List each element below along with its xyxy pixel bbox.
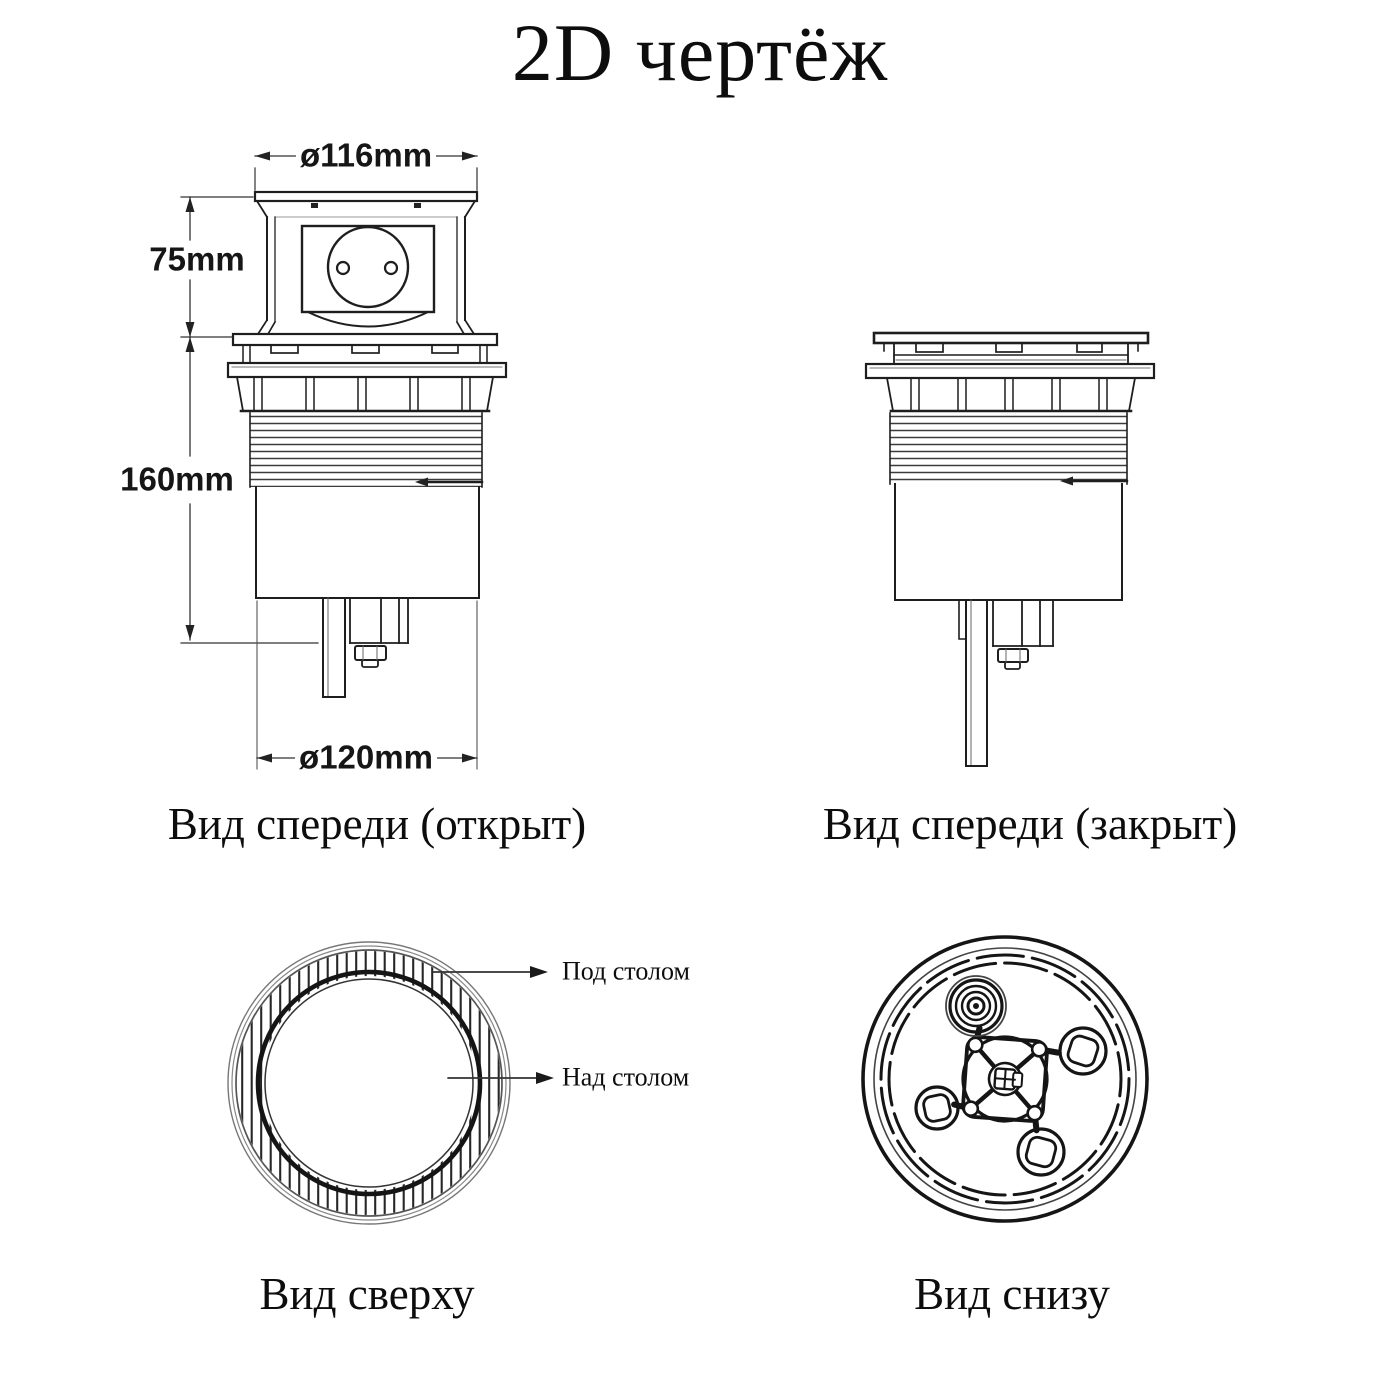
- leader-under-table: [432, 966, 548, 978]
- top-view-drawing: [227, 941, 554, 1225]
- closed-lid: [872, 331, 1150, 365]
- power-cable: [322, 597, 346, 698]
- caption-front-open: Вид спереди (открыт): [167, 799, 587, 849]
- nut-lug-bottom: [1016, 1127, 1066, 1177]
- front-closed-drawing: [864, 331, 1156, 767]
- mounting-plate: [231, 332, 499, 364]
- front-open-drawing: [180, 151, 508, 770]
- body-cylinder-closed: [894, 483, 1123, 601]
- popup-head: [253, 190, 479, 336]
- dim-body-depth: 160mm: [116, 462, 238, 498]
- page-title: 2D чертёж: [511, 7, 889, 98]
- dim-top-diameter: ø116mm: [295, 138, 437, 174]
- knurled-collar: [232, 375, 498, 413]
- power-cable-closed: [958, 599, 988, 767]
- body-cylinder: [255, 486, 480, 599]
- center-mechanism: [951, 1025, 1061, 1134]
- bottom-connector-closed: [992, 599, 1054, 670]
- label-above-table: Над столом: [562, 1062, 690, 1092]
- mounting-flange-closed: [864, 362, 1156, 380]
- label-under-table: Под столом: [562, 956, 690, 986]
- leader-above-table: [447, 1072, 554, 1084]
- dim-bottom-diameter: ø120mm: [295, 740, 437, 776]
- knurled-collar-closed: [882, 376, 1140, 413]
- bottom-view-drawing: [861, 935, 1149, 1223]
- threaded-section: [249, 412, 484, 488]
- coil-lug: [945, 975, 1007, 1037]
- dim-popup-height: 75mm: [145, 242, 249, 278]
- threaded-section-closed: [889, 412, 1129, 486]
- dimension-lines: [180, 151, 478, 770]
- socket-outlet: [300, 224, 436, 328]
- nut-lug-left: [914, 1085, 960, 1131]
- caption-front-closed: Вид спереди (закрыт): [822, 799, 1238, 849]
- mounting-flange: [226, 361, 508, 379]
- bottom-connector: [349, 597, 409, 668]
- caption-top-view: Вид сверху: [259, 1269, 475, 1319]
- nut-lug-right: [1058, 1026, 1108, 1076]
- caption-bottom-view: Вид снизу: [914, 1269, 1110, 1319]
